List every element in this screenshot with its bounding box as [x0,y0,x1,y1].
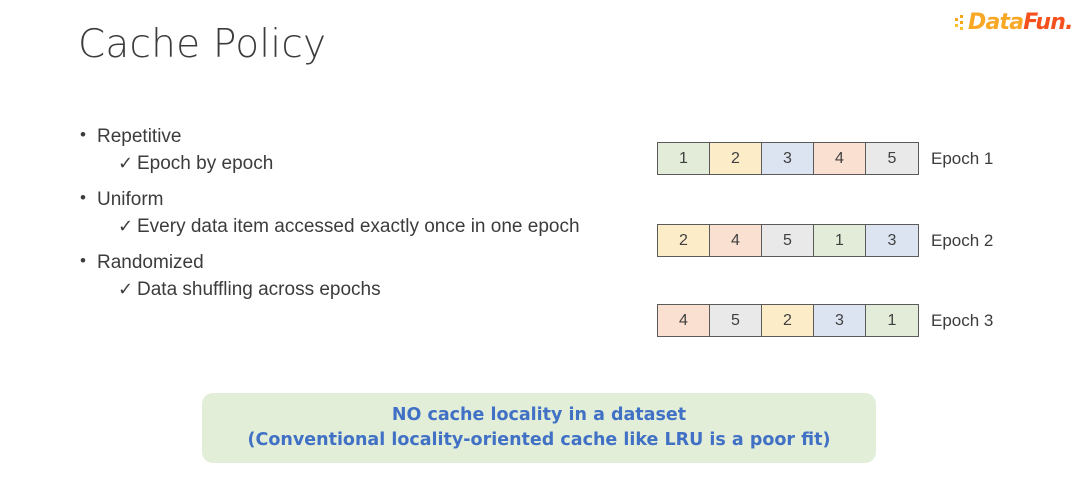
epoch-label: Epoch 1 [931,148,994,168]
sub-bullet-label: Data shuffling across epochs [137,279,381,301]
epoch-cell: 5 [762,225,814,256]
bullet-dot-icon: • [80,188,86,208]
check-icon: ✓ [118,215,134,237]
bullet-label: Randomized [97,252,204,274]
bullet-item-randomized: • Randomized [80,250,660,276]
sub-bullet-every-data-item: ✓ Every data item accessed exactly once … [118,214,660,241]
epoch-cell: 3 [762,143,814,174]
check-icon: ✓ [118,152,134,174]
epoch-cell: 2 [710,143,762,174]
epoch-label: Epoch 3 [931,310,994,330]
logo-wordmark: DataFun. [968,12,1073,34]
bullet-label: Repetitive [97,126,182,147]
epoch-label: Epoch 2 [931,230,994,250]
epoch-cell: 1 [658,143,710,174]
epoch-cell: 4 [814,143,866,174]
epoch-cell: 3 [866,225,918,256]
epoch-cell: 2 [762,305,814,336]
logo-dots-icon [955,14,968,32]
bullet-item-uniform: • Uniform [80,187,660,213]
callout-line-2: (Conventional locality-oriented cache li… [247,430,831,450]
epoch-cell: 3 [814,305,866,336]
sub-bullet-label: Every data item accessed exactly once in… [137,215,580,237]
epoch-cell: 4 [658,305,710,336]
datafun-logo: DataFun. [955,9,1073,37]
epoch-cell: 5 [710,305,762,336]
sub-bullet-data-shuffling: ✓ Data shuffling across epochs [118,277,660,304]
epoch-cell: 2 [658,225,710,256]
sub-bullet-epoch-by-epoch: ✓ Epoch by epoch [118,151,660,178]
callout-line-1: NO cache locality in a dataset [391,404,687,425]
check-icon: ✓ [118,279,134,301]
bullet-item-repetitive: • Repetitive [80,124,660,150]
epoch-cell: 1 [814,225,866,256]
conclusion-callout: NO cache locality in a dataset (Conventi… [202,393,876,463]
logo-text-data: Data [968,10,1024,35]
bullet-list: • Repetitive ✓ Epoch by epoch • Uniform … [80,124,660,314]
bullet-dot-icon: • [80,125,86,144]
sub-bullet-label: Epoch by epoch [137,152,274,174]
bullet-label: Uniform [97,189,164,211]
bullet-dot-icon: • [80,251,86,271]
page-title: Cache Policy [78,22,327,67]
epoch-cell: 1 [866,305,918,336]
logo-text-fun: Fun. [1023,10,1073,35]
epoch-cell: 5 [866,143,918,174]
epoch-cell: 4 [710,225,762,256]
